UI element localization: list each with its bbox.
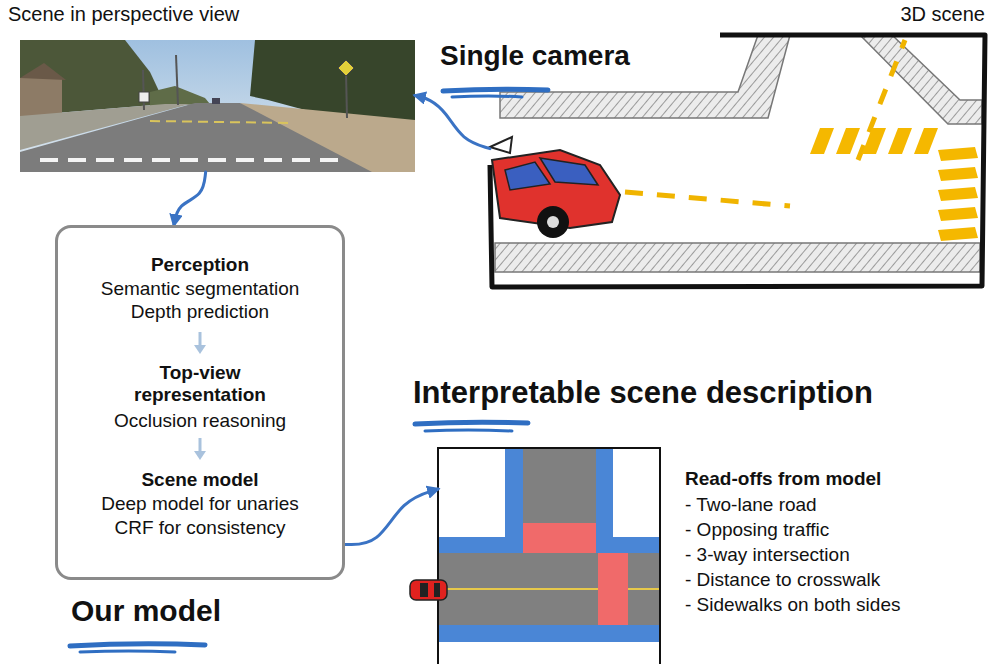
flow-arrow [174,172,206,225]
section-title: Interpretable scene description [413,374,873,411]
step-item: Depth prediction [62,301,338,323]
photo-frame: Scene in perspective view [20,40,415,172]
flow-arrow [345,489,438,545]
section-heading: Scene model [62,469,338,491]
sketch-frame: 3D scene [490,30,985,288]
map-frame: Interpretable scene description [438,448,660,664]
list-item: - Distance to crosswalk [685,568,880,592]
section-heading: Top-view representation [115,362,285,406]
flow-arrow [415,95,490,148]
step-item: CRF for consistency [62,517,338,539]
model-box: PerceptionSemantic segmentationDepth pre… [55,225,345,580]
top-view-map [410,448,660,664]
step-item: Deep model for unaries [62,493,338,515]
camera-label: Single camera [440,44,630,68]
list-item: - Opposing traffic [685,518,829,542]
list-item: - 3-way intersection [685,543,850,567]
image-caption: Scene in perspective view [8,2,239,26]
section-heading: Perception [62,254,338,276]
model-title: Our model [71,593,221,628]
list-item: - Two-lane road [685,493,817,517]
list-heading: Read-offs from model [685,467,881,491]
scene-sketch [490,35,985,287]
list-item: - Sidewalks on both sides [685,593,900,617]
step-item: Occlusion reasoning [62,410,338,432]
step-item: Semantic segmentation [62,278,338,300]
image-caption: 3D scene [901,2,986,26]
street-photo [20,40,415,172]
